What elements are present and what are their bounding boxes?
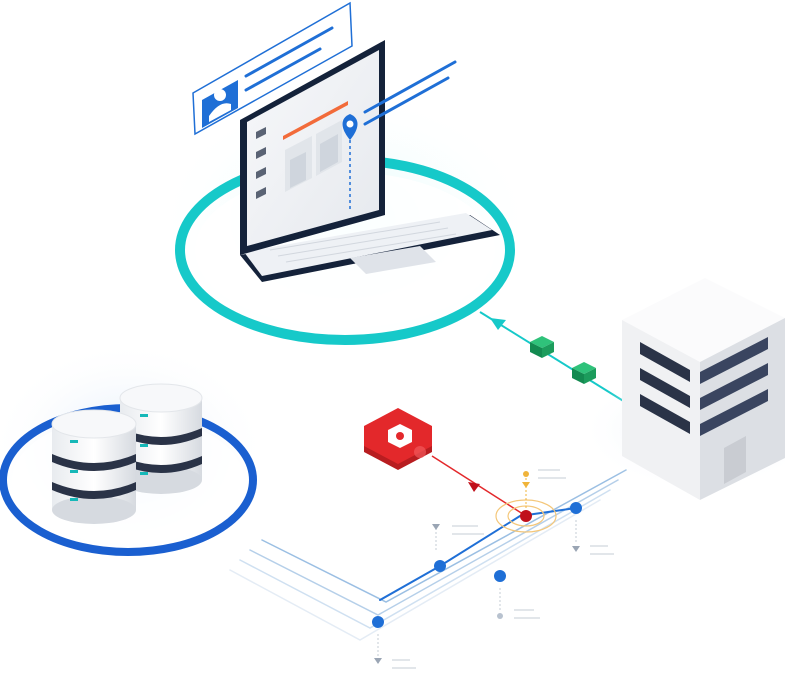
alert-target (495, 469, 566, 533)
location-pin-icon (342, 114, 358, 212)
network-packet-icon (572, 362, 596, 384)
laptop-building-link (479, 311, 626, 403)
threat-path (431, 455, 527, 517)
screen-header-bar (283, 101, 348, 140)
laptop-icon (240, 40, 500, 282)
building-icon (580, 278, 785, 500)
network-paths (229, 469, 627, 641)
threat-hexagon-icon (364, 408, 432, 470)
user-card (192, 1, 353, 136)
user-icon (202, 80, 238, 128)
screen-connector-lines (363, 60, 457, 126)
network-nodes (372, 502, 614, 669)
database-icon (51, 383, 203, 524)
network-packet-icon (530, 336, 554, 358)
